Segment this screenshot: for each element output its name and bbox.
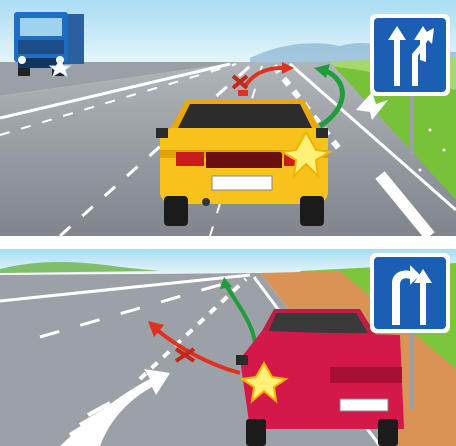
top-illustration — [0, 0, 456, 236]
scene-bottom — [0, 249, 456, 446]
bottom-illustration — [0, 249, 456, 446]
scene-top — [0, 0, 456, 236]
